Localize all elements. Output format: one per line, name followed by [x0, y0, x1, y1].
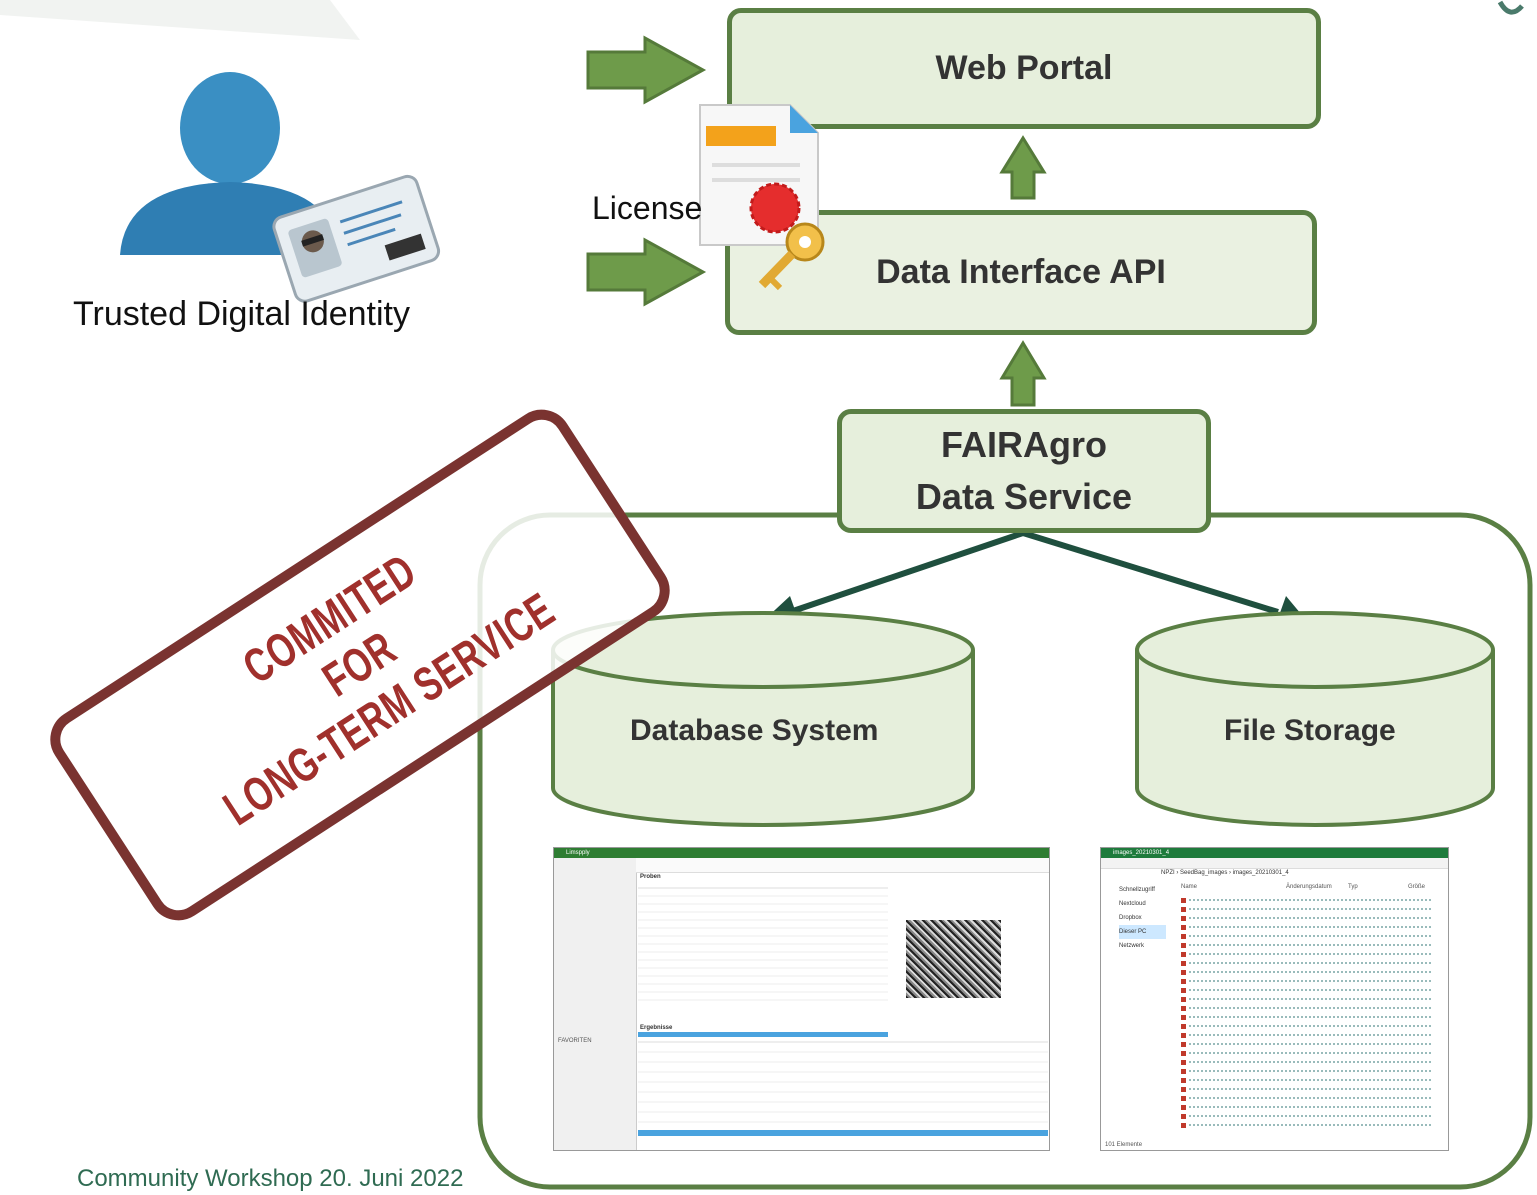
explorer-status: 101 Elemente: [1105, 1142, 1143, 1148]
up-arrow-service-to-api: [999, 340, 1047, 407]
explorer-file-rows: [1181, 898, 1431, 1128]
explorer-sidebar-item[interactable]: Nextcloud: [1119, 901, 1146, 907]
explorer-titlebar: images_20210301_4: [1101, 848, 1448, 858]
explorer-sidebar-item[interactable]: Schnellzugriff: [1119, 887, 1155, 893]
database-system-label: Database System: [630, 714, 879, 747]
lims-results-lines: [638, 1041, 1048, 1136]
data-service-line-1: FAIRAgro: [941, 424, 1107, 465]
input-arrow-top: [586, 35, 707, 105]
lims-sidebar: [554, 858, 637, 1150]
explorer-col-date[interactable]: Änderungsdatum: [1286, 884, 1332, 890]
data-interface-api-box: Data Interface API: [725, 210, 1317, 335]
lims-thumbnail-image: [906, 920, 1001, 998]
web-portal-label: Web Portal: [935, 49, 1113, 87]
data-service-line-2: Data Service: [915, 476, 1133, 517]
footer-text: Community Workshop 20. Juni 2022: [77, 1165, 464, 1192]
database-cylinder: [551, 611, 975, 827]
user-identity-icon: [120, 72, 441, 303]
explorer-screenshot: images_20210301_4 NPZI › SeedBag_images …: [1100, 847, 1449, 1151]
trusted-identity-label: Trusted Digital Identity: [73, 295, 410, 333]
web-portal-box: Web Portal: [727, 8, 1321, 129]
explorer-col-name[interactable]: Name: [1181, 884, 1198, 890]
explorer-sidebar-item[interactable]: Dropbox: [1119, 915, 1142, 921]
lims-panel-title: Proben: [640, 874, 661, 880]
arrow-to-database: [789, 530, 1024, 615]
license-icon-overlay: [699, 104, 825, 291]
explorer-path: NPZI › SeedBag_images › images_20210301_…: [1161, 870, 1289, 876]
license-label: License: [592, 190, 703, 226]
explorer-sidebar: Schnellzugriff Nextcloud Dropbox Dieser …: [1101, 883, 1166, 1138]
lims-results-title: Ergebnisse: [640, 1025, 673, 1031]
file-storage-label: File Storage: [1224, 714, 1396, 747]
explorer-col-type[interactable]: Typ: [1348, 884, 1358, 890]
explorer-ribbon: [1101, 858, 1448, 869]
explorer-sidebar-item[interactable]: Dieser PC: [1119, 925, 1166, 939]
lims-toolbar: [636, 858, 1049, 873]
corner-logo-fragment: [1497, 0, 1524, 15]
corner-decoration: [0, 0, 360, 40]
data-interface-api-label: Data Interface API: [876, 253, 1166, 291]
lims-titlebar: Limspply: [554, 848, 1049, 858]
explorer-sidebar-item[interactable]: Netzwerk: [1119, 943, 1145, 949]
arrow-to-file-storage: [1022, 530, 1279, 615]
input-arrow-bottom: [586, 237, 707, 307]
file-storage-cylinder: [1135, 611, 1495, 827]
lims-table-lines: [638, 887, 888, 1037]
explorer-col-size[interactable]: Größe: [1408, 884, 1426, 890]
fairagro-data-service-box: FAIRAgro Data Service: [837, 409, 1211, 533]
up-arrow-api-to-portal: [999, 135, 1047, 200]
lims-screenshot: Limspply Proben Ergebnisse FAVORITEN: [553, 847, 1050, 1151]
lims-favorites-title: FAVORITEN: [558, 1038, 592, 1044]
explorer-column-headers: Name Änderungsdatum Typ Größe: [1181, 884, 1446, 890]
